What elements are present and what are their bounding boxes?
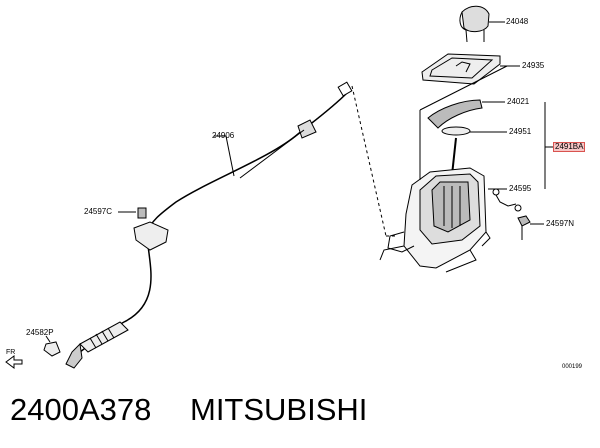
shift-knob [459, 5, 505, 43]
label-24048: 24048 [506, 17, 529, 26]
cable-adjuster [65, 321, 129, 369]
shift-cable [79, 81, 353, 353]
label-24951: 24951 [509, 127, 532, 136]
label-bracket [419, 65, 553, 189]
label-24595: 24595 [509, 184, 532, 193]
caption-brand: MITSUBISHI [190, 392, 368, 427]
label-24935: 24935 [522, 61, 545, 70]
document-id: 000199 [562, 364, 583, 370]
cable-connector-line [351, 85, 398, 237]
shift-lever-assembly [379, 137, 522, 273]
cover-plate [427, 99, 505, 129]
label-24597n: 24597N [546, 219, 575, 228]
front-arrow-icon [5, 355, 23, 369]
front-label: FR [6, 349, 16, 356]
label-24597c: 24597C [84, 207, 113, 216]
label-24021: 24021 [507, 97, 530, 106]
label-24906: 24906 [212, 131, 235, 140]
label-2491ba[interactable]: 2491BA [552, 142, 586, 152]
bolt [517, 215, 544, 240]
caption-part-number: 2400A378 [10, 392, 152, 427]
slide-plate [441, 126, 507, 136]
indicator-panel [421, 53, 520, 85]
label-24582p: 24582P [26, 328, 54, 337]
cable-bracket [118, 207, 169, 251]
cable-clip [43, 335, 61, 357]
